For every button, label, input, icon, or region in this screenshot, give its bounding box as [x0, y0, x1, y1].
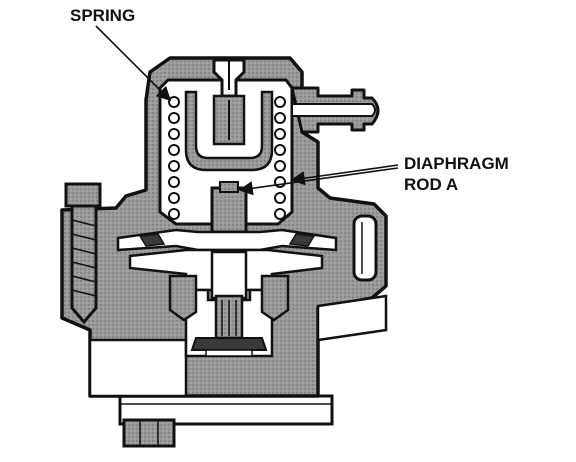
- spring-cup: [184, 90, 274, 172]
- valve-seat: [190, 337, 268, 357]
- diaphragm: [116, 228, 338, 252]
- leader-diaphragm: [290, 164, 399, 186]
- dowel-pin: [352, 214, 378, 282]
- leader-rod-a: [238, 167, 399, 196]
- top-adjuster: [212, 58, 246, 98]
- leader-spring: [95, 25, 172, 102]
- bottom-bolt: [122, 418, 176, 448]
- valve-stem: [210, 250, 248, 340]
- spring-coils-left: [168, 96, 180, 220]
- side-bolt: [64, 182, 102, 325]
- lower-housing-face: [88, 294, 388, 398]
- label-diaphragm: DIAPHRAGM: [404, 154, 509, 173]
- vacuum-nipple: [290, 86, 380, 134]
- valve-side-pockets: [168, 274, 290, 322]
- label-rod-a: ROD A: [404, 175, 458, 194]
- label-spring: SPRING: [70, 6, 135, 25]
